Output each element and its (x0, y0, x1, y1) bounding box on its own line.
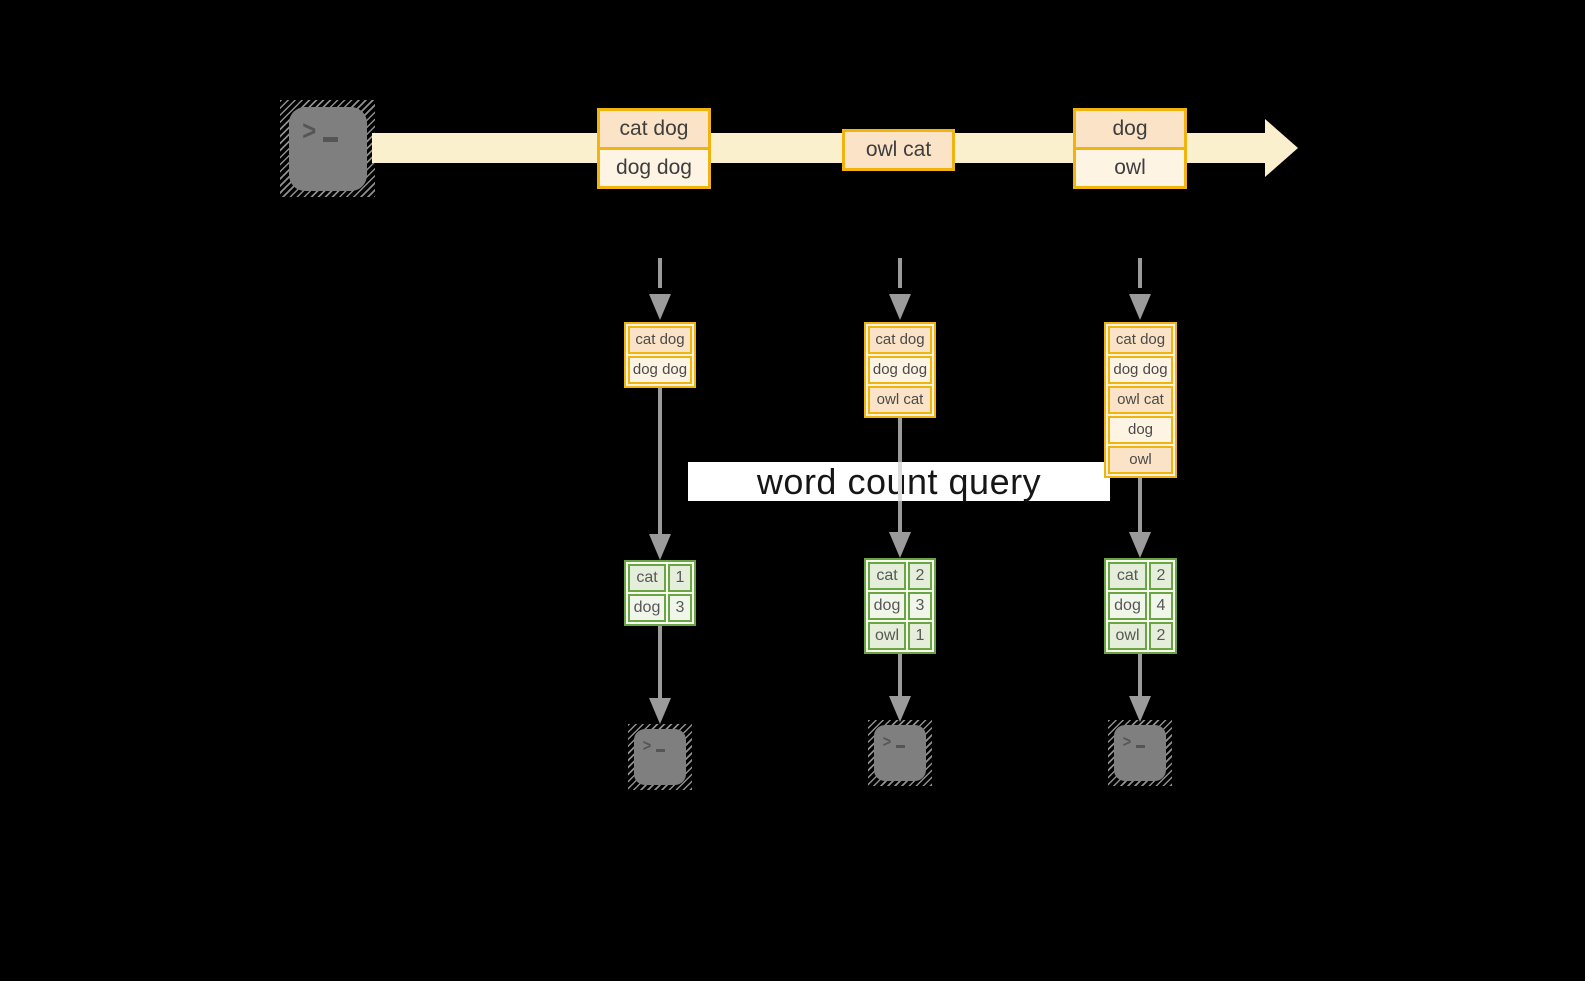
state-stack-3: cat dog dog dog owl cat dog owl (1104, 322, 1177, 478)
word-cell: cat (868, 562, 906, 590)
state-cell: owl cat (868, 386, 932, 414)
state-cell: dog dog (1108, 356, 1173, 384)
dashed-arrow-line (658, 258, 662, 288)
word-cell: owl (1108, 622, 1147, 650)
state-cell: dog (1108, 416, 1173, 444)
arrowhead-icon (889, 294, 911, 320)
stream-batch-3: dog owl (1073, 108, 1187, 189)
record-row: owl (1076, 147, 1184, 186)
arrowhead-icon (889, 696, 911, 722)
count-cell: 2 (908, 562, 932, 590)
arrowhead-icon (1129, 294, 1151, 320)
state-cell: cat dog (868, 326, 932, 354)
prompt-chevron: > (302, 115, 317, 146)
arrowhead-icon (649, 294, 671, 320)
terminal-prompt-icon: > (642, 737, 665, 754)
prompt-chevron: > (882, 732, 892, 751)
count-cell: 1 (908, 622, 932, 650)
terminal-icon: > (1108, 720, 1172, 786)
state-cell: owl cat (1108, 386, 1173, 414)
stream-arrowhead-icon (1265, 119, 1298, 177)
terminal-screen: > (874, 725, 926, 781)
connector-line (658, 626, 662, 700)
terminal-prompt-icon: > (301, 115, 339, 146)
arrowhead-icon (649, 698, 671, 724)
terminal-icon: > (868, 720, 932, 786)
dashed-arrow-line (1138, 258, 1142, 288)
dashed-arrow-line (898, 258, 902, 288)
prompt-chevron: > (642, 736, 652, 755)
word-cell: dog (628, 594, 666, 622)
word-cell: dog (1108, 592, 1147, 620)
count-cell: 3 (908, 592, 932, 620)
record-row: owl cat (845, 132, 952, 168)
state-cell: dog dog (628, 356, 692, 384)
connector-line (1138, 478, 1142, 532)
state-cell: cat dog (1108, 326, 1173, 354)
count-cell: 3 (668, 594, 692, 622)
terminal-icon: > (628, 724, 692, 790)
word-cell: owl (868, 622, 906, 650)
stream-batch-2: owl cat (842, 129, 955, 171)
record-row: cat dog (600, 111, 708, 147)
counts-table-1: cat 1 dog 3 (624, 560, 696, 626)
state-stack-2: cat dog dog dog owl cat (864, 322, 936, 418)
counts-table-3: cat 2 dog 4 owl 2 (1104, 558, 1177, 654)
record-row: dog (1076, 111, 1184, 147)
arrowhead-icon (1129, 696, 1151, 722)
terminal-prompt-icon: > (1122, 733, 1145, 750)
arrowhead-icon (649, 534, 671, 560)
word-cell: cat (628, 564, 666, 592)
terminal-prompt-icon: > (882, 733, 905, 750)
state-cell: owl (1108, 446, 1173, 474)
prompt-chevron: > (1122, 732, 1132, 751)
counts-table-2: cat 2 dog 3 owl 1 (864, 558, 936, 654)
count-cell: 4 (1149, 592, 1173, 620)
cursor-shape (1135, 745, 1145, 748)
count-cell: 2 (1149, 622, 1173, 650)
connector-line (1138, 654, 1142, 698)
arrowhead-icon (889, 532, 911, 558)
state-cell: dog dog (868, 356, 932, 384)
terminal-screen: > (634, 729, 686, 785)
terminal-screen: > (289, 107, 367, 191)
cursor-shape (895, 745, 905, 748)
state-stack-1: cat dog dog dog (624, 322, 696, 388)
connector-line (898, 654, 902, 698)
arrowhead-icon (1129, 532, 1151, 558)
cursor-shape (323, 137, 339, 142)
count-cell: 1 (668, 564, 692, 592)
word-cell: dog (868, 592, 906, 620)
cursor-shape (655, 749, 665, 752)
count-cell: 2 (1149, 562, 1173, 590)
connector-line-through-band (898, 462, 902, 501)
terminal-screen: > (1114, 725, 1166, 781)
state-cell: cat dog (628, 326, 692, 354)
word-cell: cat (1108, 562, 1147, 590)
stream-batch-1: cat dog dog dog (597, 108, 711, 189)
record-row: dog dog (600, 147, 708, 186)
connector-line (658, 388, 662, 534)
terminal-icon: > (280, 100, 375, 197)
